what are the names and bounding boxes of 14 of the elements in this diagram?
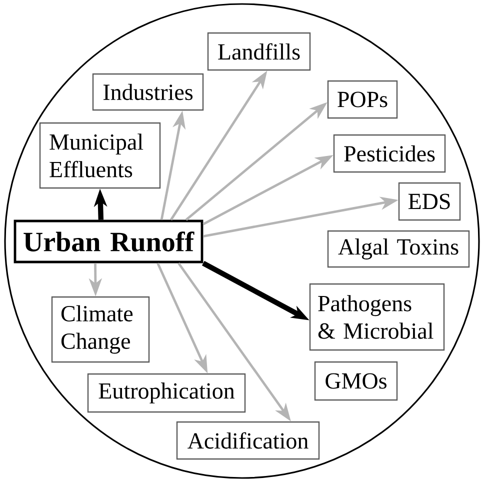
boundary-circle bbox=[4, 3, 480, 479]
text-box: Climate Change bbox=[51, 296, 150, 363]
text-box: Acidification bbox=[176, 421, 320, 460]
text-box: Industries bbox=[92, 73, 204, 111]
text-box: Pesticides bbox=[333, 134, 446, 173]
topic-box: Urban Runoff bbox=[14, 220, 204, 264]
text-box: Landfills bbox=[207, 32, 311, 71]
text-box: Municipal Effluents bbox=[39, 122, 161, 189]
text-box: POPs bbox=[327, 80, 398, 119]
text-box: GMOs bbox=[314, 361, 398, 401]
text-box: Pathogens & Microbial bbox=[309, 283, 445, 351]
text-box: EDS bbox=[398, 182, 461, 221]
text-box: Eutrophication bbox=[87, 373, 246, 413]
text-box: Algal Toxins bbox=[327, 230, 470, 268]
